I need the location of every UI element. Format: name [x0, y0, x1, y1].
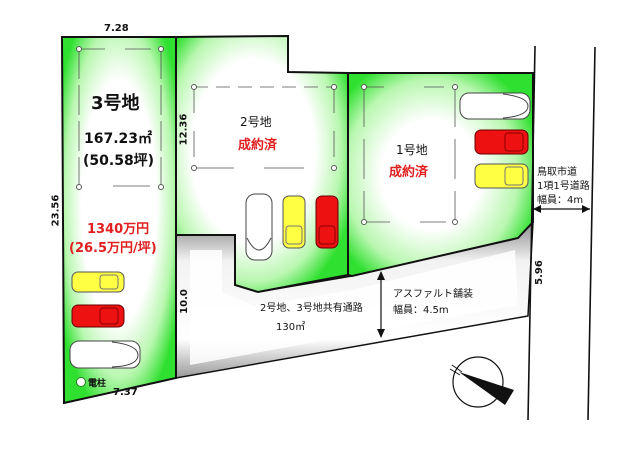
dim-passage-width: 10.0	[178, 289, 190, 314]
dim-top-width: 7.28	[104, 23, 129, 34]
passage-width-label: 幅員：4.5m	[393, 305, 449, 316]
dim-bottom-width: 7.37	[113, 387, 138, 398]
utility-pole-circle-icon	[76, 377, 86, 387]
lot-3-name: 3号地	[91, 93, 140, 114]
road-name: 鳥取市道	[537, 167, 577, 178]
dim-left-depth: 23.56	[50, 194, 62, 227]
car-lot3-white	[69, 340, 141, 369]
shared-passage-area: 130㎡	[276, 322, 306, 333]
lot-1-status-sold: 成約済	[389, 165, 429, 180]
car-lot1-yellow	[474, 163, 529, 189]
car-lot1-red	[474, 129, 529, 155]
road-width-label: 幅員：4m	[537, 195, 584, 206]
road-class: 1項1号道路	[537, 181, 590, 192]
passage-surface: アスファルト舗装	[393, 289, 473, 300]
passage-width-arrow	[377, 271, 385, 338]
lot-3-price-per-tsubo: (26.5万円/坪)	[69, 241, 157, 256]
lot-1-name: 1号地	[396, 143, 428, 157]
lot-2-status-sold: 成約済	[238, 138, 278, 153]
north-arrow-compass-icon	[449, 356, 514, 408]
shared-passage-label: 2号地、3号地共有通路	[260, 303, 363, 314]
dim-lot2-depth: 12.36	[178, 113, 190, 146]
car-lot2-yellow	[282, 195, 306, 249]
lot-1-parcel	[347, 72, 534, 278]
car-lot2-white	[245, 193, 273, 261]
utility-pole-label: 電柱	[88, 379, 107, 389]
public-road	[527, 45, 596, 421]
car-lot2-red	[315, 195, 339, 249]
lot-3-area-m2: 167.23㎡	[84, 131, 153, 147]
lot-3-area-tsubo: (50.58坪)	[83, 153, 155, 169]
car-lot3-red	[71, 304, 125, 328]
lot-3-price: 1340万円	[87, 222, 150, 237]
lot-2-name: 2号地	[240, 115, 272, 129]
car-lot3-yellow	[71, 271, 125, 293]
dim-road-side: 5.96	[533, 260, 545, 285]
car-lot1-white	[459, 92, 531, 120]
